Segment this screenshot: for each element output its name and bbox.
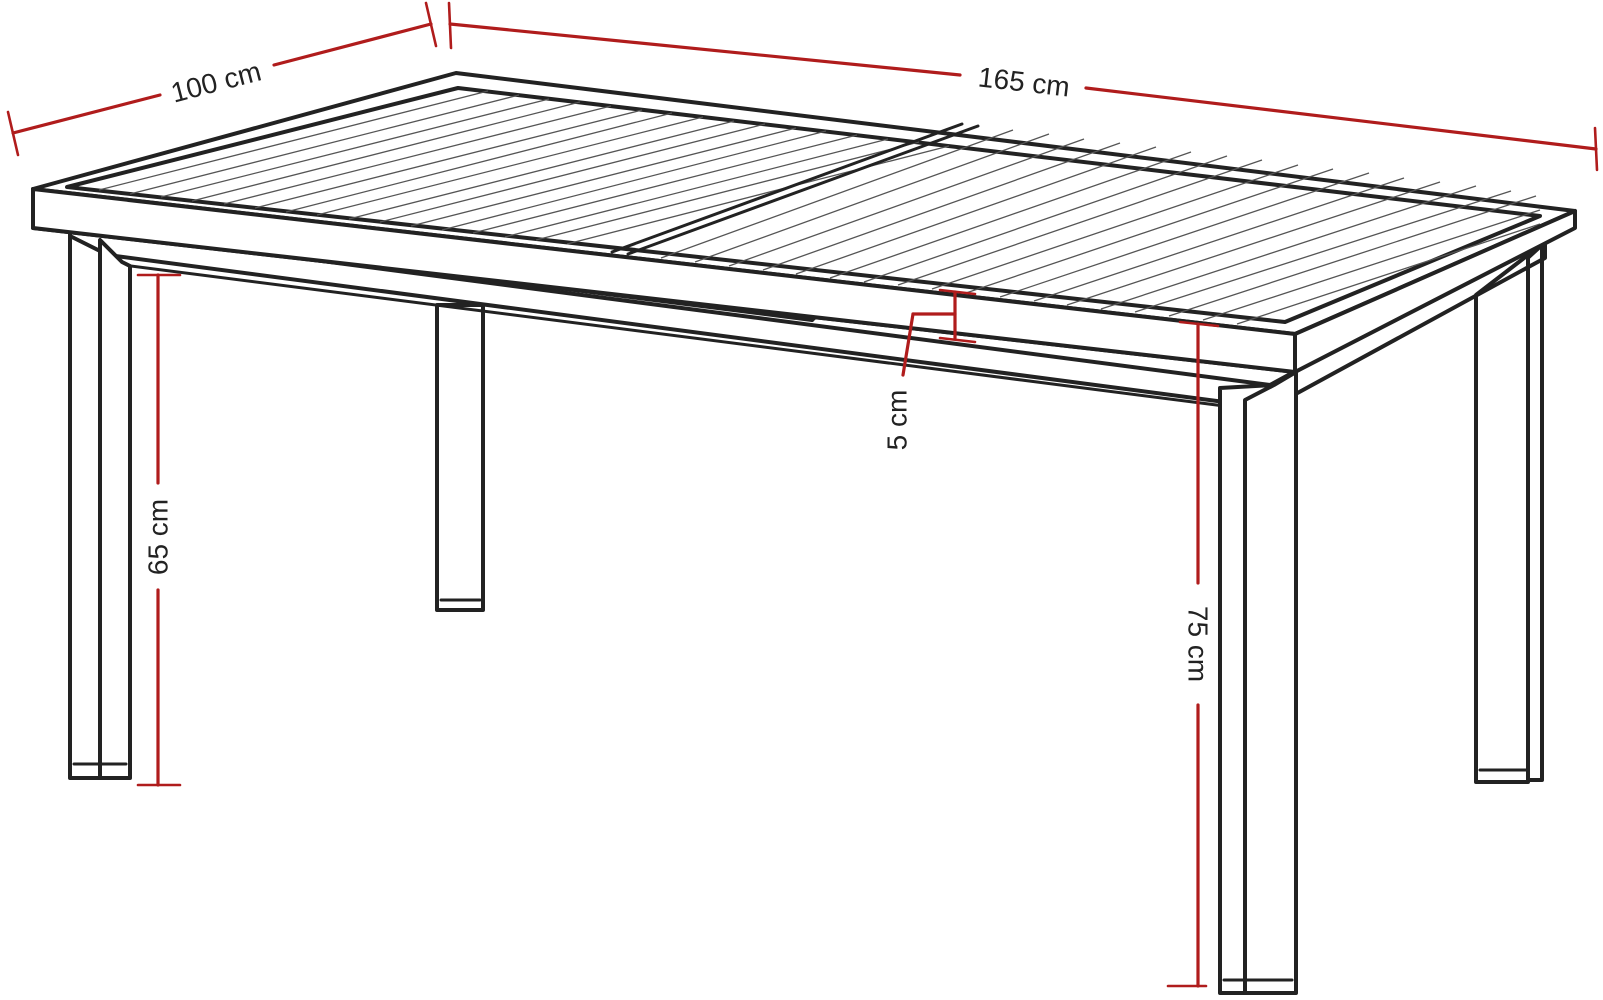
tabletop-slats-right (660, 129, 1541, 325)
dimension-length-label: 165 cm (977, 61, 1072, 102)
tabletop-side-edge (1293, 209, 1577, 374)
extension-split (610, 122, 980, 256)
dimension-clearance-label: 65 cm (143, 499, 174, 575)
front-left-leg (68, 234, 132, 780)
tabletop-slats-left (98, 90, 950, 245)
dimension-clearance: 65 cm (136, 273, 182, 787)
dimension-frame-label: 5 cm (882, 390, 913, 451)
table-illustration (31, 71, 1577, 995)
dimension-height-label: 75 cm (1183, 606, 1214, 682)
back-right-leg (1474, 243, 1544, 784)
dimension-height: 75 cm (1166, 320, 1220, 988)
front-right-leg (1218, 370, 1298, 995)
dimension-frame: 5 cm (882, 288, 977, 451)
dimension-depth-label: 100 cm (168, 55, 265, 108)
back-left-leg (435, 303, 485, 612)
